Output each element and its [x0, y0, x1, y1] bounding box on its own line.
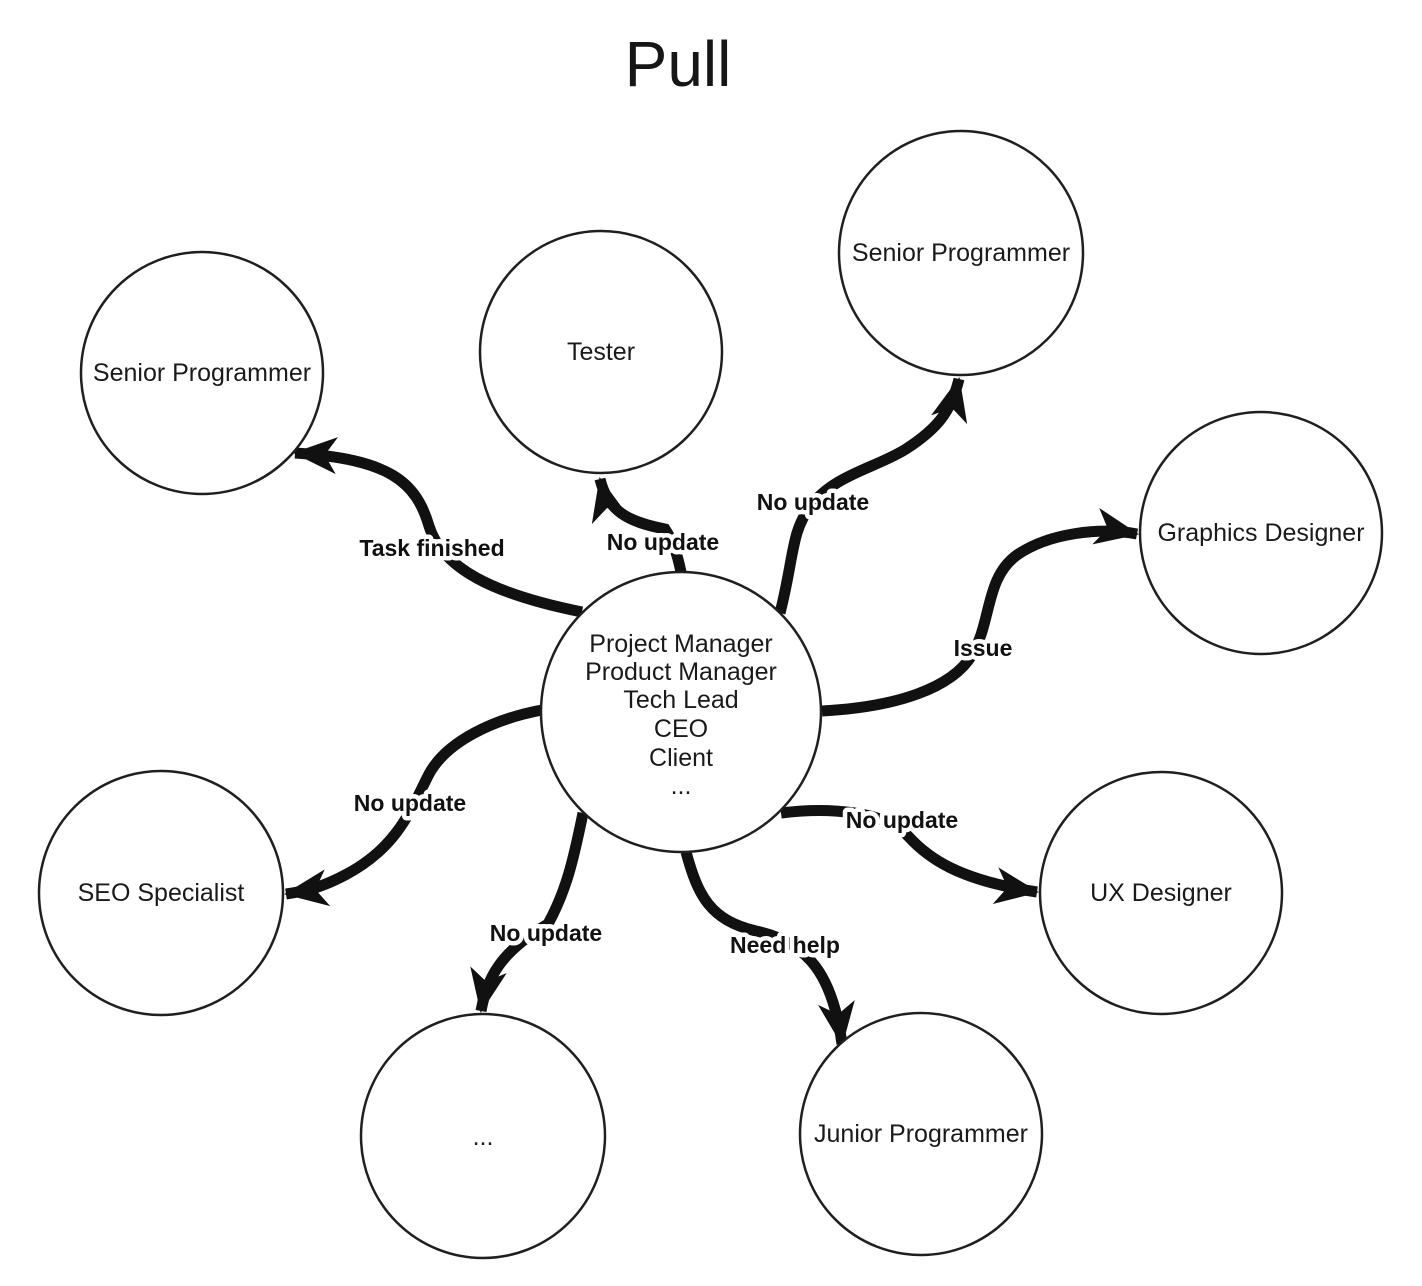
node-circle-senior-programmer-left: [79, 250, 325, 496]
nodes-layer: [37, 129, 1384, 1260]
edge-label-no-update-more: No update: [490, 920, 602, 946]
node-circle-center-hub: [539, 570, 823, 854]
node-circle-more: [359, 1012, 607, 1260]
node-label-junior-programmer: Junior Programmer: [814, 1120, 1028, 1148]
edge-label-no-update-senior-right: No update: [757, 489, 869, 515]
edge-label-issue: Issue: [954, 635, 1013, 661]
node-label-graphics-designer: Graphics Designer: [1157, 519, 1364, 547]
node-circle-senior-programmer-right: [837, 129, 1085, 377]
node-circle-tester: [478, 229, 724, 475]
edge-path-no-update-seo: [284, 704, 544, 907]
edge-path-no-update-senior-right: [774, 377, 968, 615]
edge-path-issue: [821, 507, 1139, 717]
edge-labels-layer: Task finished No update No update Issue …: [349, 485, 1017, 963]
node-circle-junior-programmer: [798, 1011, 1044, 1257]
center-line-5: Client: [649, 744, 713, 772]
center-line-3: Tech Lead: [623, 686, 738, 714]
center-line-6: ...: [671, 772, 692, 800]
edge-path-no-update-ux: [780, 805, 1039, 905]
edge-path-task-finished: [292, 437, 584, 618]
edge-path-no-update-tester: [591, 477, 687, 574]
edge-path-no-update-more: [470, 811, 589, 1013]
node-label-center-hub: Project Manager Product Manager Tech Lea…: [585, 630, 777, 800]
node-circle-seo-specialist: [37, 769, 285, 1017]
center-line-2: Product Manager: [585, 658, 777, 686]
node-labels-layer: Senior Programmer Tester Senior Programm…: [78, 239, 1365, 1151]
node-label-seo-specialist: SEO Specialist: [78, 879, 245, 907]
node-label-more: ...: [473, 1123, 494, 1151]
edge-label-no-update-ux: No update: [846, 807, 958, 833]
edge-label-task-finished: Task finished: [359, 535, 504, 561]
node-label-ux-designer: UX Designer: [1090, 879, 1232, 907]
center-line-1: Project Manager: [589, 630, 772, 658]
center-line-4: CEO: [654, 715, 708, 743]
edge-path-need-help: [680, 850, 855, 1046]
node-label-senior-programmer-right: Senior Programmer: [852, 239, 1070, 267]
edge-label-no-update-seo: No update: [354, 790, 466, 816]
edge-label-no-update-tester: No update: [607, 529, 719, 555]
node-label-tester: Tester: [567, 338, 635, 366]
node-circle-graphics-designer: [1138, 410, 1384, 656]
node-circle-ux-designer: [1038, 770, 1284, 1016]
diagram-title: Pull: [625, 28, 732, 100]
edge-label-need-help: Need help: [730, 932, 840, 958]
node-label-senior-programmer-left: Senior Programmer: [93, 359, 311, 387]
edges-layer: [284, 377, 1139, 1046]
